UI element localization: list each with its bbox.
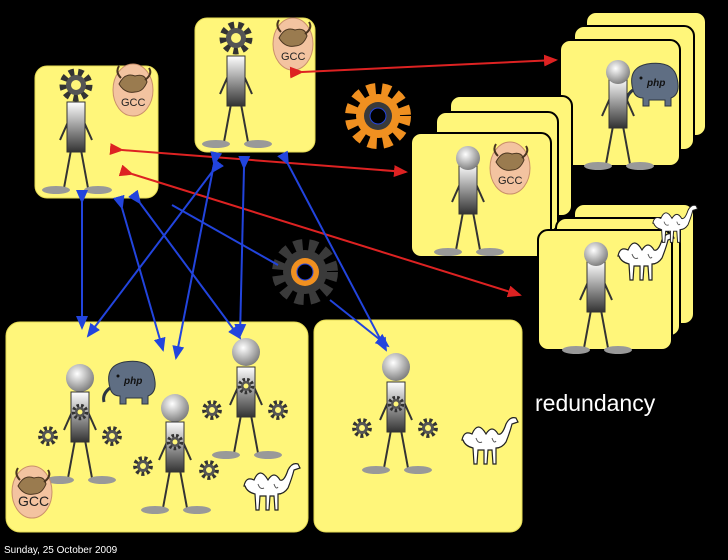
server-card-gcc-center: GCC	[194, 17, 316, 153]
red-arrow	[109, 143, 408, 178]
gear-icon	[352, 90, 404, 142]
red-arrow	[289, 54, 558, 79]
slide-date-footer: Sunday, 25 October 2009	[4, 545, 118, 556]
blue-arrow	[172, 151, 223, 360]
gcc-gnu-logo: GCC	[272, 17, 314, 71]
server-card-bottom-left: php GCC	[5, 321, 309, 533]
gcc-gnu-logo: GCC	[11, 465, 53, 519]
blue-arrow	[171, 204, 279, 266]
gcc-gnu-logo: GCC	[112, 63, 154, 117]
gcc-label: GCC	[121, 97, 146, 109]
gcc-label: GCC	[18, 493, 49, 509]
gcc-label: GCC	[498, 175, 523, 187]
php-label: php	[646, 78, 665, 89]
gear-icon	[279, 246, 331, 298]
blue-arrow	[329, 299, 390, 348]
php-elephant-logo: php	[625, 61, 680, 108]
server-card-bottom-middle	[313, 319, 523, 533]
php-elephant-logo: php	[102, 359, 157, 406]
server-card-gcc-left: GCC	[34, 63, 159, 199]
gcc-gnu-logo: GCC	[489, 141, 531, 195]
local-connections	[76, 150, 390, 360]
server-stack-perl	[537, 203, 699, 355]
gcc-label: GCC	[281, 51, 306, 63]
blue-arrow	[128, 189, 242, 340]
blue-arrow	[277, 150, 387, 352]
php-label: php	[123, 376, 142, 387]
blue-arrow	[234, 155, 251, 338]
server-stack-php: php	[559, 11, 707, 171]
diagram-caption: redundancy	[535, 390, 656, 416]
